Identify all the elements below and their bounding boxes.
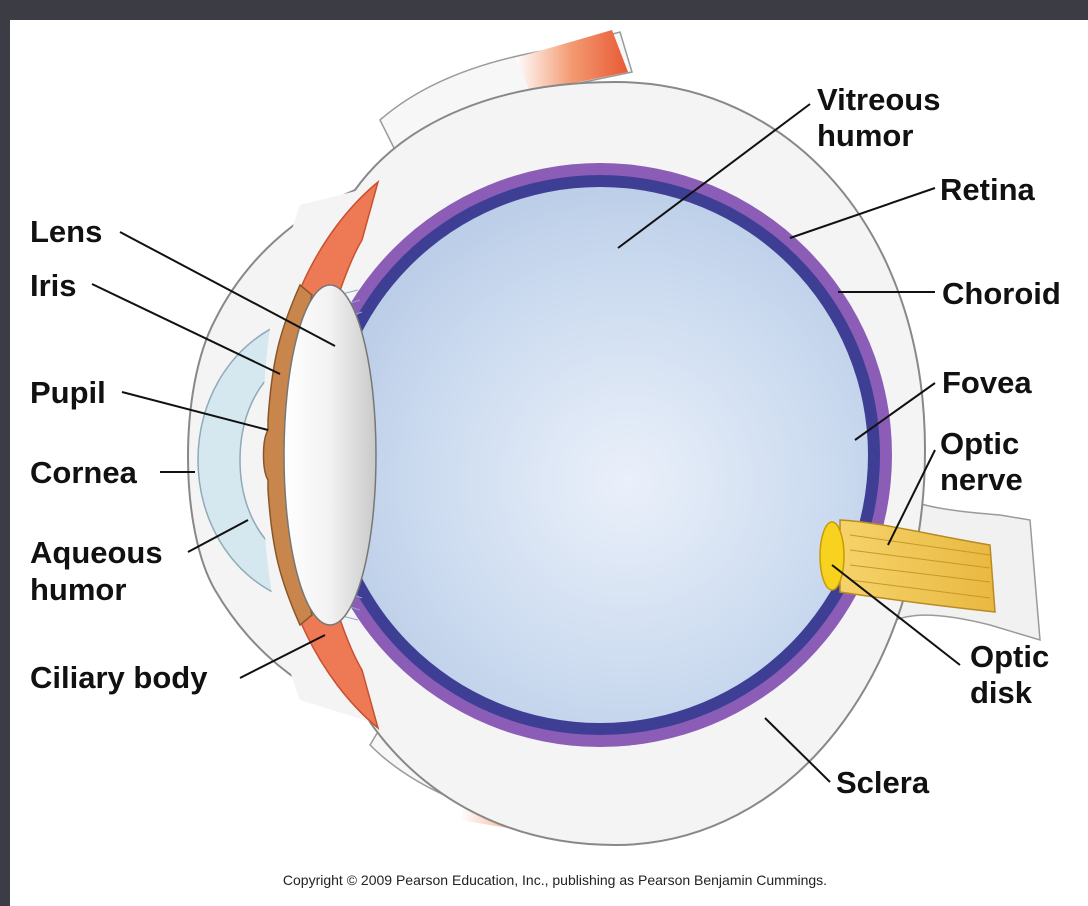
label-sclera: Sclera xyxy=(836,765,930,800)
lens xyxy=(284,285,376,625)
label-retina: Retina xyxy=(940,172,1036,207)
optic-disk xyxy=(820,522,844,590)
label-ciliary-body: Ciliary body xyxy=(30,660,208,695)
label-pupil: Pupil xyxy=(30,375,106,410)
label-optic-nerve-line-1: Optic xyxy=(940,426,1019,461)
label-iris: Iris xyxy=(30,268,77,303)
label-vitreous-humor-line-2: humor xyxy=(817,118,913,153)
label-fovea: Fovea xyxy=(942,365,1032,400)
label-lens: Lens xyxy=(30,214,102,249)
label-optic-disk-line-2: disk xyxy=(970,675,1033,710)
label-vitreous-humor: Vitreous humor xyxy=(817,82,949,153)
label-aqueous-humor-line-2: humor xyxy=(30,572,126,607)
copyright-notice: Copyright © 2009 Pearson Education, Inc.… xyxy=(283,872,827,888)
label-choroid: Choroid xyxy=(942,276,1061,311)
label-aqueous-humor: Aqueous humor xyxy=(30,535,171,607)
label-optic-nerve: Optic nerve xyxy=(940,426,1028,497)
vitreous-humor xyxy=(332,187,868,723)
label-optic-nerve-line-2: nerve xyxy=(940,462,1023,497)
label-cornea: Cornea xyxy=(30,455,138,490)
label-optic-disk: Optic disk xyxy=(970,639,1058,710)
label-vitreous-humor-line-1: Vitreous xyxy=(817,82,940,117)
label-optic-disk-line-1: Optic xyxy=(970,639,1049,674)
label-aqueous-humor-line-1: Aqueous xyxy=(30,535,163,570)
